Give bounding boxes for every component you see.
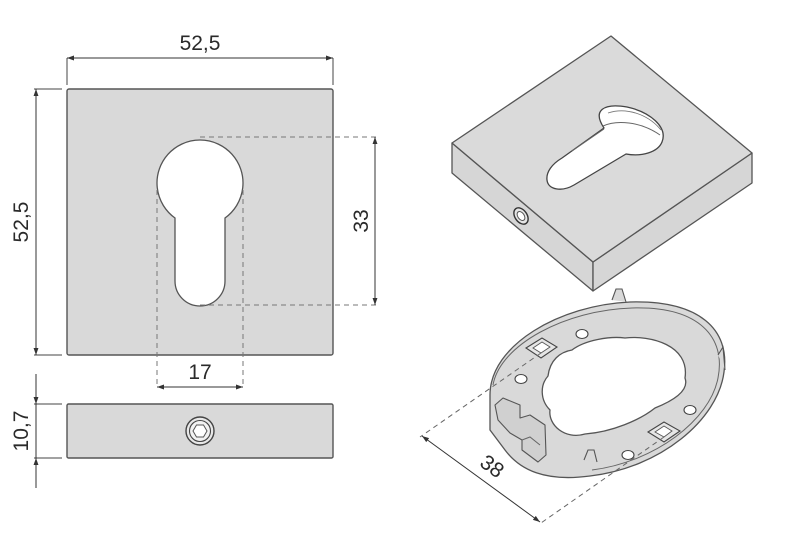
square-screw-seat-icon xyxy=(646,421,682,443)
mounting-ring: 38 xyxy=(419,288,726,524)
keyhole-width-dimension-label: 17 xyxy=(188,361,211,384)
mounting-hole xyxy=(683,404,697,416)
keyhole-height-dimension-label: 33 xyxy=(350,209,373,232)
side-view: 10,7 xyxy=(10,374,334,488)
ring-inner-opening xyxy=(541,336,687,436)
isometric-plate xyxy=(451,35,753,292)
mounting-hole xyxy=(514,373,528,385)
side-grub-screw-icon xyxy=(513,207,529,225)
hex-socket-screw-icon xyxy=(185,416,215,446)
mounting-hole xyxy=(575,328,589,340)
width-dimension-label: 52,5 xyxy=(180,32,221,55)
iso-keyhole-cutout xyxy=(546,105,664,190)
ring-diameter-dimension-line xyxy=(421,435,541,523)
mounting-hole xyxy=(621,449,635,461)
keyhole-cutout xyxy=(156,139,244,307)
front-view: 52,5 52,5 33 17 xyxy=(10,32,378,390)
hidden-lines xyxy=(156,136,378,388)
square-screw-seat-icon xyxy=(524,337,559,359)
thickness-dimension-label: 10,7 xyxy=(10,411,33,452)
height-dimension-label: 52,5 xyxy=(10,202,33,243)
